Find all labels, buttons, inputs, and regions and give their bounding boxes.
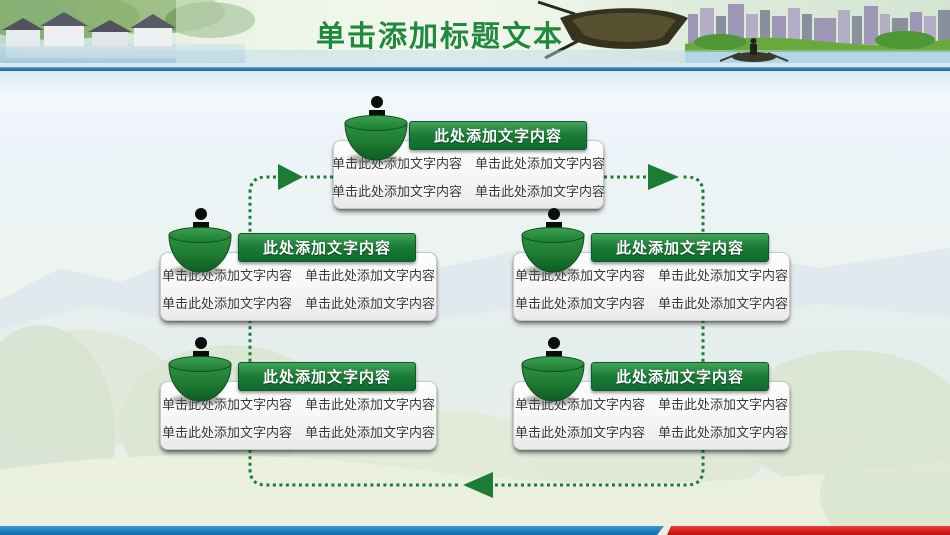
header-banner: 单击添加标题文本 — [0, 0, 950, 63]
placeholder-text[interactable]: 单击此处添加文字内容 — [305, 295, 436, 311]
card-header-label: 此处添加文字内容 — [615, 240, 744, 257]
person-on-pedestal-icon — [521, 206, 585, 278]
placeholder-text[interactable]: 单击此处添加文字内容 — [475, 156, 606, 171]
placeholder-text[interactable]: 单击此处添加文字内容 — [331, 183, 462, 199]
placeholder-text[interactable]: 单击此处添加文字内容 — [658, 424, 789, 440]
arrow-right-icon — [648, 164, 679, 190]
slide-title[interactable]: 单击添加标题文本 — [315, 21, 564, 53]
rowboat-art — [719, 38, 789, 62]
placeholder-text[interactable]: 单击此处添加文字内容 — [305, 397, 436, 412]
placeholder-text[interactable]: 单击此处添加文字内容 — [161, 424, 292, 440]
placeholder-text[interactable]: 单击此处添加文字内容 — [161, 295, 292, 311]
boat-art — [537, 0, 688, 60]
placeholder-text[interactable]: 单击此处添加文字内容 — [475, 183, 606, 199]
placeholder-text[interactable]: 单击此处添加文字内容 — [658, 268, 789, 283]
placeholder-text[interactable]: 单击此处添加文字内容 — [514, 424, 645, 440]
houses-art — [2, 12, 176, 58]
placeholder-text[interactable]: 单击此处添加文字内容 — [305, 424, 436, 440]
person-on-pedestal-icon — [521, 335, 585, 407]
card-middle-right: 此处添加文字内容 单击此处添加文字内容 单击此处添加文字内容 单击此处添加文字内… — [513, 208, 790, 321]
card-header[interactable]: 此处添加文字内容 — [238, 233, 416, 262]
banner-landscape-art — [0, 0, 950, 63]
card-header[interactable]: 此处添加文字内容 — [409, 121, 587, 150]
skyline-art — [688, 4, 950, 44]
card-header-label: 此处添加文字内容 — [615, 369, 744, 386]
banner-strip — [0, 63, 950, 67]
placeholder-text[interactable]: 单击此处添加文字内容 — [514, 295, 645, 311]
card-bottom-right: 此处添加文字内容 单击此处添加文字内容 单击此处添加文字内容 单击此处添加文字内… — [513, 337, 790, 450]
card-header-label: 此处添加文字内容 — [433, 128, 562, 145]
banner-fade — [0, 71, 950, 97]
footer-red-bar — [667, 526, 950, 535]
header-divider — [0, 67, 950, 71]
placeholder-text[interactable]: 单击此处添加文字内容 — [658, 397, 789, 412]
footer-blue-bar — [0, 526, 664, 535]
card-bottom-left: 此处添加文字内容 单击此处添加文字内容 单击此处添加文字内容 单击此处添加文字内… — [160, 337, 437, 450]
card-middle-left: 此处添加文字内容 单击此处添加文字内容 单击此处添加文字内容 单击此处添加文字内… — [160, 208, 437, 321]
placeholder-text[interactable]: 单击此处添加文字内容 — [305, 268, 436, 283]
card-header[interactable]: 此处添加文字内容 — [238, 362, 416, 391]
card-header[interactable]: 此处添加文字内容 — [591, 362, 769, 391]
card-header-label: 此处添加文字内容 — [262, 369, 391, 386]
arrow-right-icon — [278, 164, 303, 190]
placeholder-text[interactable]: 单击此处添加文字内容 — [658, 295, 789, 311]
person-on-pedestal-icon — [168, 335, 232, 407]
card-top: 此处添加文字内容 单击此处添加文字内容 单击此处添加文字内容 单击此处添加文字内… — [331, 96, 606, 209]
card-header-label: 此处添加文字内容 — [262, 240, 391, 257]
person-on-pedestal-icon — [344, 94, 408, 166]
card-header[interactable]: 此处添加文字内容 — [591, 233, 769, 262]
arrow-left-icon — [463, 472, 493, 498]
person-on-pedestal-icon — [168, 206, 232, 278]
